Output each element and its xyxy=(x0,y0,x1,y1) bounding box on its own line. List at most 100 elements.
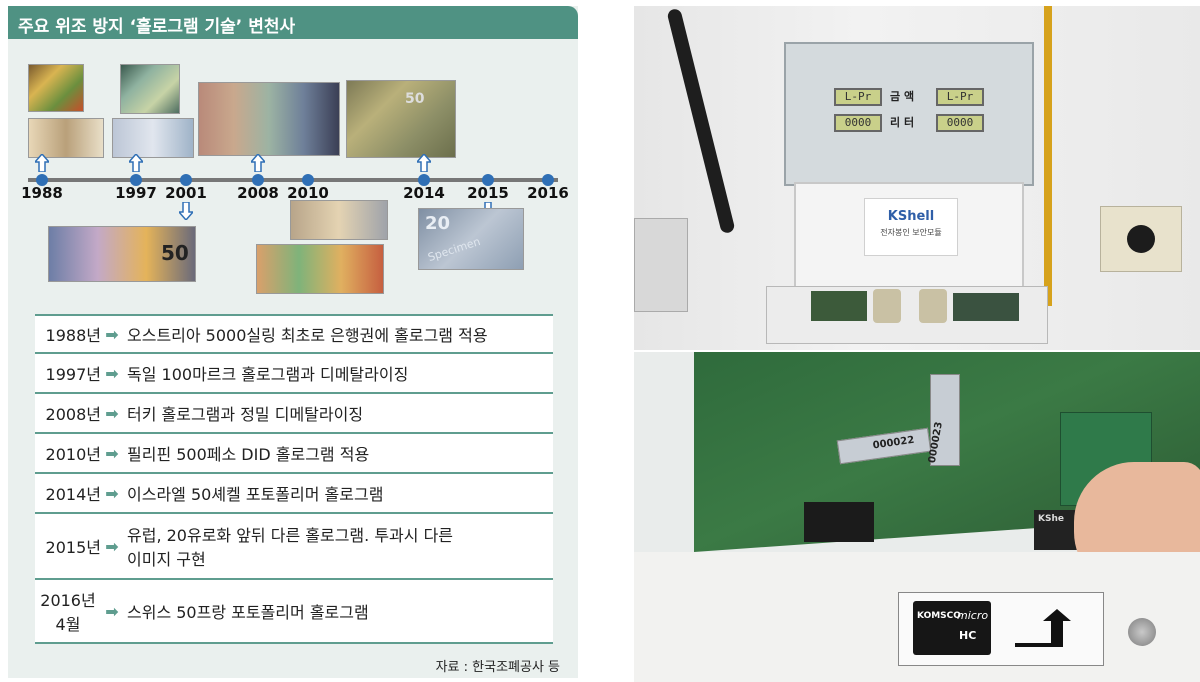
row-year: 2015년 xyxy=(45,538,101,557)
hologram-history-table: 1988년 ➡ 오스트리아 5000실링 최초로 은행권에 홀로그램 적용 19… xyxy=(35,314,553,644)
microsd-label-plate: KOMSCO micro HC xyxy=(898,592,1104,666)
year-2016: 2016 xyxy=(527,184,569,202)
circuit-board-photo: 000022 000023 KShe KOMSCO micro HC xyxy=(634,352,1200,682)
arrow-right-icon: ➡ xyxy=(105,536,119,556)
banknote-2010-hologram xyxy=(290,200,388,240)
timeline-dot-1988 xyxy=(36,174,48,186)
arrow-right-icon: ➡ xyxy=(105,601,119,621)
arrow-up-icon xyxy=(251,154,265,172)
hologram-history-infographic: 주요 위조 방지 ‘홀로그램 기술’ 변천사 50 1988 1997 2001… xyxy=(8,6,578,678)
year-1997: 1997 xyxy=(115,184,157,202)
banknote-1997-hologram xyxy=(120,64,180,114)
row-description-line-2: 이미지 구현 xyxy=(127,550,206,569)
kshell-brand-plate: KShell 전자봉인 보안모듈 xyxy=(864,198,958,256)
table-row: 2010년 ➡ 필리핀 500페소 DID 홀로그램 적용 xyxy=(35,434,553,474)
security-module-left xyxy=(873,289,901,323)
timeline-dot-1997 xyxy=(130,174,142,186)
row-year-line-2: 4월 xyxy=(55,615,81,634)
amount-label: 금 액 xyxy=(890,90,915,103)
infographic-title: 주요 위조 방지 ‘홀로그램 기술’ 변천사 xyxy=(18,17,296,37)
row-year: 1997년 xyxy=(45,365,101,384)
table-row: 2008년 ➡ 터키 홀로그램과 정밀 디메탈라이징 xyxy=(35,394,553,434)
row-description: 이스라엘 50셰켈 포토폴리머 홀로그램 xyxy=(127,485,384,504)
timeline-dot-2014 xyxy=(418,174,430,186)
table-row: 2014년 ➡ 이스라엘 50셰켈 포토폴리머 홀로그램 xyxy=(35,474,553,514)
banknote-1988 xyxy=(28,118,104,158)
row-year: 2016년 4월 xyxy=(35,587,103,635)
module-slot: KShe xyxy=(1034,510,1078,550)
serial-number: 000023 xyxy=(926,420,945,465)
liter-label: 리 터 xyxy=(890,116,915,129)
arrow-right-icon: ➡ xyxy=(105,483,119,503)
banknote-2010 xyxy=(256,244,384,294)
timeline-dot-2016 xyxy=(542,174,554,186)
row-year: 2008년 xyxy=(45,405,101,424)
timeline-line xyxy=(28,178,558,182)
arrow-right-icon: ➡ xyxy=(105,363,119,383)
banknote-2001: 50 xyxy=(48,226,196,282)
year-2015: 2015 xyxy=(467,184,509,202)
security-module-right xyxy=(919,289,947,323)
serial-tag-2: 000023 xyxy=(926,374,960,466)
kshell-subtitle: 전자봉인 보안모듈 xyxy=(880,228,942,237)
arrow-up-icon xyxy=(417,154,431,172)
serial-number: 000022 xyxy=(872,434,916,452)
year-2014: 2014 xyxy=(403,184,445,202)
card-brand: KOMSCO xyxy=(917,611,961,621)
row-description: 독일 100마르크 홀로그램과 디메탈라이징 xyxy=(127,365,409,384)
arrow-down-icon xyxy=(179,202,193,220)
header-connector xyxy=(804,502,874,542)
lcd-display: L-Pr xyxy=(936,88,984,106)
arrow-right-icon: ➡ xyxy=(105,403,119,423)
banknote-2014: 50 xyxy=(346,80,456,158)
timeline-dot-2015 xyxy=(482,174,494,186)
row-description: 터키 홀로그램과 정밀 디메탈라이징 xyxy=(127,405,364,424)
year-2008: 2008 xyxy=(237,184,279,202)
timeline-dot-2010 xyxy=(302,174,314,186)
banknote-2015: 20 Specimen xyxy=(418,208,524,270)
card-capacity: HC xyxy=(959,629,977,642)
arrow-right-icon: ➡ xyxy=(105,443,119,463)
table-row: 2016년 4월 ➡ 스위스 50프랑 포토폴리머 홀로그램 xyxy=(35,580,553,644)
timeline-dot-2008 xyxy=(252,174,264,186)
row-year: 1988년 xyxy=(45,326,101,345)
row-year: 2014년 xyxy=(45,485,101,504)
lcd-display: L-Pr xyxy=(834,88,882,106)
table-row: 1988년 ➡ 오스트리아 5000실링 최초로 은행권에 홀로그램 적용 xyxy=(35,314,553,354)
year-2001: 2001 xyxy=(165,184,207,202)
specimen-watermark: Specimen xyxy=(426,234,482,265)
nozzle-knob xyxy=(1127,225,1155,253)
table-row: 1997년 ➡ 독일 100마르크 홀로그램과 디메탈라이징 xyxy=(35,354,553,394)
arrow-right-icon: ➡ xyxy=(105,324,119,344)
lcd-display: 0000 xyxy=(936,114,984,132)
row-description-line-1: 유럽, 20유로화 앞뒤 다른 홀로그램. 투과시 다른 xyxy=(127,526,454,545)
source-note: 자료 : 한국조폐공사 등 xyxy=(435,660,560,675)
module-tray xyxy=(766,286,1048,344)
year-2010: 2010 xyxy=(287,184,329,202)
row-description: 필리핀 500페소 DID 홀로그램 적용 xyxy=(127,445,370,464)
year-1988: 1988 xyxy=(21,184,63,202)
lcd-display: 0000 xyxy=(834,114,882,132)
circuit-board-left xyxy=(811,291,867,321)
row-description: 오스트리아 5000실링 최초로 은행권에 홀로그램 적용 xyxy=(127,326,488,345)
kshell-logo: KShell xyxy=(887,209,935,224)
dispenser-body: L-Pr L-Pr 0000 0000 금 액 리 터 xyxy=(784,42,1034,186)
nozzle-holder-right xyxy=(1100,206,1182,272)
row-year: 2010년 xyxy=(45,445,101,464)
microsd-card: KOMSCO micro HC xyxy=(913,601,991,655)
dispenser-cabinet: KShell 전자봉인 보안모듈 xyxy=(794,182,1024,290)
card-type: micro xyxy=(957,609,989,622)
screw-icon xyxy=(1128,618,1156,646)
row-description: 유럽, 20유로화 앞뒤 다른 홀로그램. 투과시 다른 이미지 구현 xyxy=(121,522,553,570)
note-value-20: 20 xyxy=(425,213,451,234)
arrow-up-icon xyxy=(35,154,49,172)
arrow-up-icon xyxy=(129,154,143,172)
dispenser-hose-right xyxy=(1044,6,1052,306)
nozzle-holder-left xyxy=(634,218,688,312)
row-year-line-1: 2016년 xyxy=(40,591,96,610)
note-value-50: 50 xyxy=(405,91,425,107)
table-row: 2015년 ➡ 유럽, 20유로화 앞뒤 다른 홀로그램. 투과시 다른 이미지… xyxy=(35,514,553,580)
row-description: 스위스 50프랑 포토폴리머 홀로그램 xyxy=(127,603,369,622)
banknote-2008-stack xyxy=(198,82,340,156)
note-value-50: 50 xyxy=(161,241,189,265)
